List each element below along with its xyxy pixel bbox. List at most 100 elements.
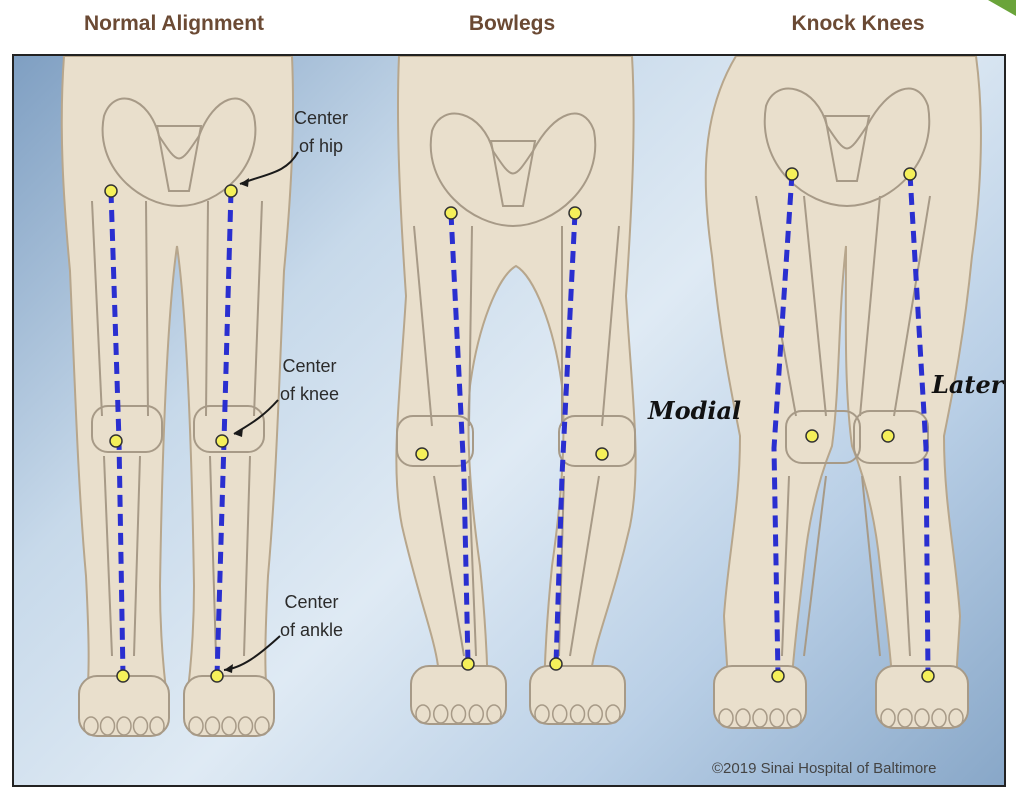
pelvis-bone bbox=[763, 87, 931, 208]
foot bbox=[713, 665, 807, 729]
callout-knee-line-2: of knee bbox=[280, 384, 340, 404]
callout-center-of-ankle: Center of ankle bbox=[280, 588, 343, 644]
toe-bone bbox=[486, 704, 502, 724]
heading-normal-alignment: Normal Alignment bbox=[83, 12, 265, 35]
toe-bone bbox=[450, 704, 467, 724]
toe-bone bbox=[83, 716, 99, 736]
knee-joint bbox=[853, 410, 929, 464]
pelvis-bone bbox=[101, 97, 257, 208]
knee-joint bbox=[396, 415, 474, 467]
toe-bone bbox=[897, 708, 913, 728]
joint-center-marker bbox=[595, 447, 609, 461]
toe-bone bbox=[132, 716, 149, 736]
leg-bone-outline bbox=[861, 475, 881, 657]
leg-bone-outline bbox=[569, 475, 600, 657]
sacrum-bone bbox=[823, 115, 871, 182]
callout-hip-line-1: Center bbox=[294, 108, 349, 128]
joint-center-marker bbox=[210, 669, 224, 683]
leg-bone-outline bbox=[803, 195, 827, 417]
toe-bone bbox=[415, 704, 431, 724]
mechanical-axis-line bbox=[553, 212, 578, 665]
callout-center-of-hip: Center of hip bbox=[294, 104, 348, 160]
toe-bone bbox=[931, 708, 947, 728]
joint-center-marker bbox=[109, 434, 123, 448]
joint-center-marker bbox=[444, 206, 458, 220]
foot bbox=[183, 675, 275, 737]
toe-bone bbox=[237, 716, 254, 736]
leg-bone-outline bbox=[253, 200, 263, 417]
leg-bone-outline bbox=[243, 455, 251, 657]
joint-center-marker bbox=[224, 184, 238, 198]
toe-bone bbox=[468, 704, 484, 724]
toe-bone bbox=[188, 716, 204, 736]
toe-bone bbox=[433, 704, 449, 724]
toe-bone bbox=[752, 708, 768, 728]
toe-bone bbox=[786, 708, 802, 728]
leg-bone-outline bbox=[601, 225, 620, 427]
leg-bone-outline bbox=[893, 195, 931, 417]
toe-bone bbox=[569, 704, 586, 724]
leg-bone-outline bbox=[209, 455, 217, 657]
foot bbox=[529, 665, 626, 725]
joint-center-marker bbox=[568, 206, 582, 220]
leg-bone-outline bbox=[91, 200, 103, 417]
toe-bone bbox=[116, 716, 132, 736]
legs-silhouette bbox=[60, 56, 294, 707]
callout-knee-line-1: Center bbox=[282, 356, 337, 376]
sacrum-bone bbox=[489, 140, 537, 207]
leg-bone-outline bbox=[103, 455, 113, 657]
joint-center-marker bbox=[116, 669, 130, 683]
handwritten-lateral: Lateral bbox=[932, 370, 1004, 399]
mechanical-axis-line bbox=[448, 212, 471, 665]
toe-bone bbox=[587, 704, 603, 724]
joint-center-marker bbox=[104, 184, 118, 198]
joint-center-marker bbox=[921, 669, 935, 683]
callout-center-of-knee: Center of knee bbox=[280, 352, 339, 408]
callout-hip-line-2: of hip bbox=[298, 136, 344, 156]
toe-bone bbox=[552, 704, 568, 724]
knee-joint bbox=[558, 415, 636, 467]
joint-center-marker bbox=[903, 167, 917, 181]
toe-bone bbox=[735, 708, 751, 728]
joint-center-marker bbox=[415, 447, 429, 461]
leg-bone-outline bbox=[413, 225, 433, 427]
handwritten-medial: Modial bbox=[648, 396, 742, 425]
toe-bone bbox=[149, 716, 165, 736]
knee-joint bbox=[785, 410, 861, 464]
leg-bone-outline bbox=[803, 475, 827, 657]
arrow-head-icon bbox=[234, 428, 243, 437]
toe-bone bbox=[948, 708, 964, 728]
foot bbox=[78, 675, 170, 737]
toe-bone bbox=[914, 708, 930, 728]
corner-accent bbox=[988, 0, 1016, 16]
heading-knock-knees: Knock Knees bbox=[791, 12, 925, 35]
callout-ankle-line-2: of ankle bbox=[280, 620, 344, 640]
leg-bone-outline bbox=[899, 475, 911, 657]
diagram-panel: Center of hip Center of knee Center of a… bbox=[12, 54, 1006, 787]
leg-bone-outline bbox=[755, 195, 797, 417]
arrow-head-icon bbox=[224, 664, 233, 673]
joint-center-marker bbox=[549, 657, 563, 671]
leg-bone-outline bbox=[433, 475, 465, 657]
leg-bone-outline bbox=[781, 475, 790, 657]
toe-bone bbox=[221, 716, 237, 736]
joint-center-marker bbox=[461, 657, 475, 671]
sacrum-bone bbox=[155, 125, 203, 192]
foot bbox=[410, 665, 507, 725]
pelvis-bone bbox=[429, 112, 597, 228]
leg-bone-outline bbox=[145, 200, 149, 417]
joint-center-marker bbox=[215, 434, 229, 448]
figure-bowlegs bbox=[395, 56, 637, 725]
leg-bone-outline bbox=[205, 200, 209, 417]
leg-bone-outline bbox=[133, 455, 141, 657]
knee-joint bbox=[91, 405, 163, 453]
joint-center-marker bbox=[771, 669, 785, 683]
copyright-notice: ©2019 Sinai Hospital of Baltimore bbox=[712, 760, 937, 777]
callout-ankle-line-1: Center bbox=[284, 592, 339, 612]
leg-bone-outline bbox=[859, 195, 881, 417]
figure-normal bbox=[60, 56, 294, 737]
mechanical-axis-line bbox=[907, 173, 931, 677]
leg-bone-outline bbox=[468, 475, 477, 657]
toe-bone bbox=[718, 708, 734, 728]
toe-bone bbox=[254, 716, 270, 736]
